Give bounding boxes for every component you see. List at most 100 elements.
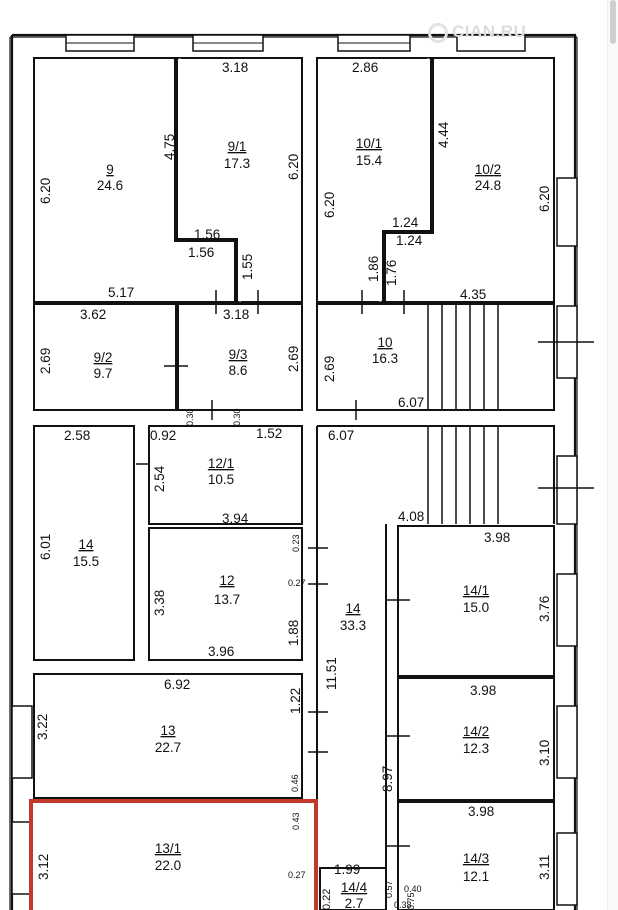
dimension-label: 6.20 [286,154,301,180]
dimension-label: 6.20 [537,186,552,212]
room-area: 15.0 [463,600,489,615]
dimension-label: 2.58 [64,428,90,443]
dimension-label: 3.22 [35,714,50,740]
room-area: 8.6 [229,363,248,378]
dimension-label: 4.08 [398,509,424,524]
dimension-label: 8.97 [380,766,395,792]
room-label: 9 [106,162,114,177]
dimension-label: 0.30 [185,408,195,426]
dimension-label: 0.57 [384,880,394,898]
room-area: 12.1 [463,869,489,884]
dimension-label: 3.76 [537,596,552,622]
dimension-label: 3.98 [468,804,494,819]
dimension-label: 1.52 [256,426,282,441]
room-label: 10 [377,335,392,350]
outer-walls [9,33,578,910]
dimension-label: 6.07 [398,395,424,410]
scrollbar-thumb[interactable] [610,0,616,44]
room-area: 10.5 [208,472,234,487]
dimension-label: 6.20 [322,192,337,218]
dimension-label: 3.38 [152,590,167,616]
highlighted-room-13-1[interactable] [29,799,318,910]
dimension-label: 6.20 [38,178,53,204]
room-label: 9/3 [229,347,248,362]
room-area: 2.7 [345,896,364,910]
room-label: 13 [160,723,175,738]
room-label: 10/1 [356,136,382,151]
dimension-label: 0.27 [288,578,306,588]
dimension-label: 1.56 [194,227,220,242]
dimension-label: 3.98 [470,683,496,698]
cian-logo-icon [428,22,448,43]
dimension-label: 0.43 [291,812,301,830]
room-area: 9.7 [94,366,113,381]
dimension-label: 3.18 [222,60,248,75]
watermark-text: CIAN.RU [452,22,527,41]
dimension-label: 4.44 [436,121,451,148]
room-area: 15.5 [73,554,99,569]
room-label: 13/1 [155,841,181,856]
room-walls [33,57,594,910]
room-area: 12.3 [463,741,489,756]
room-area: 24.6 [97,178,123,193]
dimension-label: 1.88 [286,620,301,646]
dimension-label: 1.22 [288,688,303,714]
dimension-label: 3.62 [80,307,106,322]
room-label: 9/1 [228,139,247,154]
dimension-label: 1.99 [334,862,360,877]
dimension-label: 0.23 [291,534,301,552]
dimension-label: 0.75 [406,892,416,910]
room-label: 14 [78,537,94,552]
room-label: 14/3 [463,851,489,866]
dimension-label: 4.35 [460,287,486,302]
dimension-label: 1.56 [188,245,214,260]
dimension-label: 3.12 [36,854,51,880]
dimension-label: 6.07 [328,428,354,443]
room-label: 14/4 [341,880,368,895]
dimension-label: 0.46 [290,774,300,792]
room-area: 33.3 [340,618,366,633]
watermark: CIAN.RU [428,22,526,43]
room-labels: 9 24.6 9/1 17.3 10/1 15.4 10/2 24.8 9/2 … [73,136,501,910]
room-area: 16.3 [372,351,398,366]
dimension-label: 0.22 [321,889,333,910]
dimension-label: 2.86 [352,60,378,75]
dimension-label: 5.17 [108,285,134,300]
dimension-label: 0.92 [150,428,176,443]
dimension-label: 3.18 [223,307,249,322]
room-area: 24.8 [475,178,501,193]
room-area: 17.3 [224,156,250,171]
dimension-label: 3.96 [208,644,234,659]
room-label: 10/2 [475,162,501,177]
room-area: 22.7 [155,740,181,755]
dimension-label: 0.40 [404,884,422,894]
dimension-label: 1.55 [240,254,255,280]
room-label: 12/1 [208,456,234,471]
dimension-label: 2.54 [152,465,167,492]
dimension-label: 11.51 [324,657,339,690]
room-area: 13.7 [214,592,240,607]
dimension-label: 1.24 [392,215,419,230]
dimension-label: 3.10 [537,740,552,766]
dimension-label: 6.01 [38,534,53,560]
dimension-label: 4.75 [162,134,177,160]
room-label: 14/1 [463,583,489,598]
dimension-label: 6.92 [164,677,190,692]
scrollbar[interactable] [607,0,618,910]
room-label: 9/2 [94,350,113,365]
dimension-label: 2.69 [38,348,53,374]
dimension-label: 1.24 [396,233,423,248]
dimension-label: 3.98 [484,530,510,545]
room-area: 15.4 [356,153,383,168]
room-area: 22.0 [155,858,181,873]
dimension-label: 0.38 [394,900,412,910]
room-label: 12 [219,573,234,588]
dimension-label: 1.76 [384,260,399,286]
dimension-label: 2.69 [322,356,337,382]
dimension-label: 0.30 [232,408,242,426]
dimension-label: 0.27 [288,870,306,880]
dimension-label: 2.69 [286,346,301,372]
dimension-label: 3.94 [222,511,249,526]
dimension-label: 3.11 [537,855,552,880]
